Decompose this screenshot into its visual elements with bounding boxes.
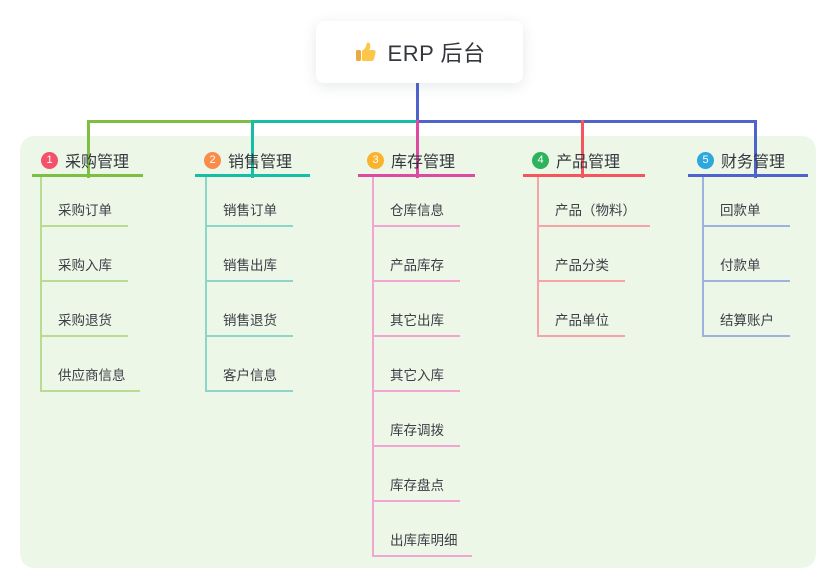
branch-node-1[interactable]: 1 采购管理 bbox=[32, 146, 143, 177]
child-node[interactable]: 客户信息 bbox=[207, 337, 293, 392]
branch-title: 财务管理 bbox=[721, 154, 786, 171]
child-node-label: 供应商信息 bbox=[58, 368, 126, 383]
branch-number-badge: 5 bbox=[697, 151, 714, 169]
root-node[interactable]: ERP 后台 bbox=[316, 21, 523, 83]
child-node[interactable]: 产品库存 bbox=[374, 227, 460, 282]
child-node[interactable]: 采购退货 bbox=[42, 282, 128, 337]
connector-root-drop bbox=[416, 83, 419, 123]
branch-number-badge: 3 bbox=[367, 151, 384, 169]
child-node-label: 库存调拨 bbox=[390, 423, 444, 438]
child-node-label: 库存盘点 bbox=[390, 478, 444, 493]
child-node-label: 产品分类 bbox=[555, 258, 609, 273]
connector-bus-purchase bbox=[87, 120, 255, 123]
branch-column-4: 4 产品管理产品（物料） 产品分类产品单位 bbox=[523, 146, 650, 337]
connector-drop-finance bbox=[754, 120, 757, 178]
branch-node-2[interactable]: 2 销售管理 bbox=[195, 146, 310, 177]
branch-children: 仓库信息产品库存其它出库其它入库库存调拨库存盘点出库库明细 bbox=[372, 177, 475, 557]
branch-title: 库存管理 bbox=[391, 154, 456, 171]
connector-bus-finance bbox=[417, 120, 757, 123]
branch-node-3[interactable]: 3 库存管理 bbox=[358, 146, 475, 177]
child-node[interactable]: 出库库明细 bbox=[374, 502, 472, 557]
child-node[interactable]: 结算账户 bbox=[704, 282, 790, 337]
branch-column-5: 5 财务管理回款单付款单结算账户 bbox=[688, 146, 808, 337]
child-node[interactable]: 产品单位 bbox=[539, 282, 625, 337]
branch-children: 采购订单采购入库采购退货供应商信息 bbox=[40, 177, 143, 392]
branch-children: 产品（物料） 产品分类产品单位 bbox=[537, 177, 650, 337]
child-node-label: 采购入库 bbox=[58, 258, 112, 273]
branch-column-1: 1 采购管理采购订单采购入库采购退货供应商信息 bbox=[32, 146, 143, 392]
child-node-label: 销售出库 bbox=[223, 258, 277, 273]
child-node-label: 采购退货 bbox=[58, 313, 112, 328]
branch-title: 销售管理 bbox=[228, 154, 293, 171]
child-node[interactable]: 库存盘点 bbox=[374, 447, 460, 502]
child-node[interactable]: 其它入库 bbox=[374, 337, 460, 392]
child-node-label: 销售订单 bbox=[223, 203, 277, 218]
child-node[interactable]: 销售退货 bbox=[207, 282, 293, 337]
child-node[interactable]: 供应商信息 bbox=[42, 337, 140, 392]
child-node-label: 客户信息 bbox=[223, 368, 277, 383]
branch-node-5[interactable]: 5 财务管理 bbox=[688, 146, 808, 177]
branch-number-badge: 2 bbox=[204, 151, 221, 169]
child-node-label: 销售退货 bbox=[223, 313, 277, 328]
branch-children: 回款单付款单结算账户 bbox=[702, 177, 808, 337]
connector-drop-product bbox=[581, 120, 584, 178]
child-node-label: 结算账户 bbox=[720, 313, 774, 328]
connector-drop-purchase bbox=[87, 120, 90, 178]
child-node[interactable]: 产品分类 bbox=[539, 227, 625, 282]
child-node[interactable]: 销售订单 bbox=[207, 177, 293, 227]
connector-drop-sales bbox=[251, 120, 254, 178]
child-node[interactable]: 库存调拨 bbox=[374, 392, 460, 447]
child-node-label: 采购订单 bbox=[58, 203, 112, 218]
child-node-label: 其它出库 bbox=[390, 313, 444, 328]
branch-number-badge: 4 bbox=[532, 151, 549, 169]
thumbs-up-icon bbox=[355, 42, 376, 61]
branch-title: 采购管理 bbox=[65, 154, 130, 171]
connector-drop-inventory bbox=[416, 120, 419, 178]
child-node[interactable]: 仓库信息 bbox=[374, 177, 460, 227]
child-node[interactable]: 采购入库 bbox=[42, 227, 128, 282]
branch-node-4[interactable]: 4 产品管理 bbox=[523, 146, 645, 177]
child-node-label: 仓库信息 bbox=[390, 203, 444, 218]
child-node-label: 产品库存 bbox=[390, 258, 444, 273]
child-node-label: 付款单 bbox=[720, 258, 761, 273]
branch-column-2: 2 销售管理销售订单销售出库销售退货客户信息 bbox=[195, 146, 310, 392]
child-node[interactable]: 产品（物料） bbox=[539, 177, 650, 227]
root-title: ERP 后台 bbox=[387, 41, 486, 66]
connector-bus-sales bbox=[253, 120, 417, 123]
child-node[interactable]: 回款单 bbox=[704, 177, 790, 227]
child-node-label: 出库库明细 bbox=[390, 533, 458, 548]
child-node-label: 产品单位 bbox=[555, 313, 609, 328]
child-node-label: 回款单 bbox=[720, 203, 761, 218]
child-node-label: 产品（物料） bbox=[555, 203, 636, 218]
branch-children: 销售订单销售出库销售退货客户信息 bbox=[205, 177, 310, 392]
branch-column-3: 3 库存管理仓库信息产品库存其它出库其它入库库存调拨库存盘点出库库明细 bbox=[358, 146, 475, 557]
child-node[interactable]: 采购订单 bbox=[42, 177, 128, 227]
branch-title: 产品管理 bbox=[556, 154, 621, 171]
child-node[interactable]: 付款单 bbox=[704, 227, 790, 282]
branch-number-badge: 1 bbox=[41, 151, 58, 169]
child-node[interactable]: 其它出库 bbox=[374, 282, 460, 337]
child-node[interactable]: 销售出库 bbox=[207, 227, 293, 282]
branches-panel-background bbox=[20, 136, 816, 568]
child-node-label: 其它入库 bbox=[390, 368, 444, 383]
